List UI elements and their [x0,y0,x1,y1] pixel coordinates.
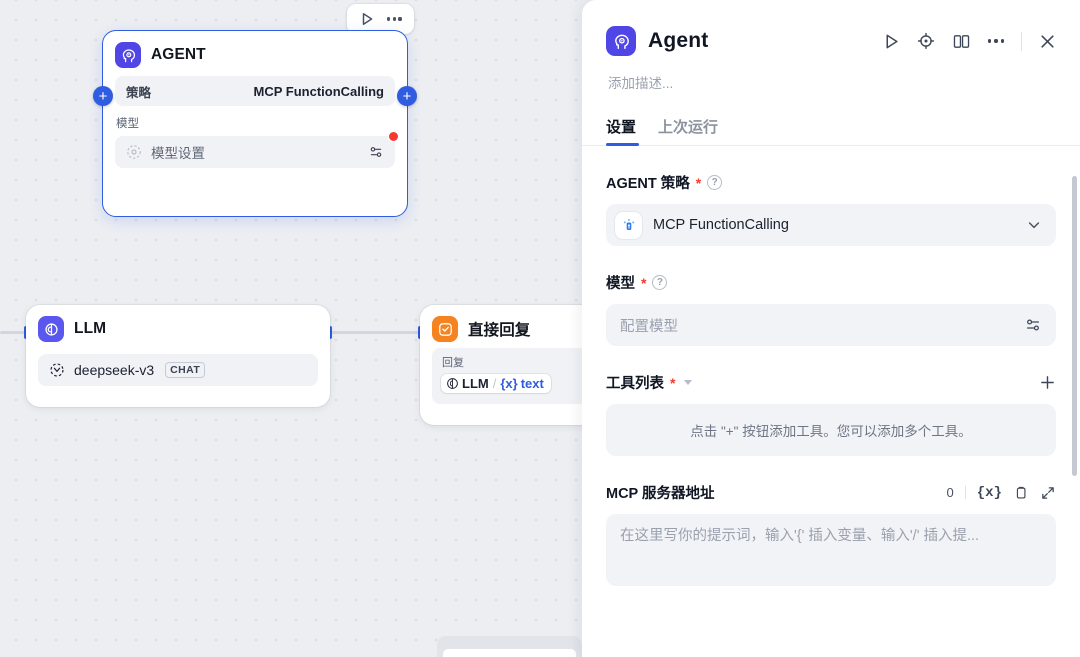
sliders-icon[interactable] [1024,316,1042,334]
agent-model-placeholder: 模型设置 [151,146,205,161]
expand-icon[interactable] [1040,485,1056,501]
section-mcp-server: MCP 服务器地址 0 {x} [606,482,1056,586]
panel-title-row: Agent [606,26,1056,56]
llm-model-tag: CHAT [165,362,206,378]
reply-var-brace: {x} [500,376,518,391]
required-marker: * [670,374,676,391]
agent-strategy-row[interactable]: 策略 MCP FunctionCalling [115,76,395,106]
node-agent[interactable]: + + AGENT 策略 MCP FunctionCalling 模型 [93,30,417,217]
panel-header: Agent [582,0,1080,92]
help-icon[interactable]: ? [707,175,723,190]
node-reply-title: 直接回复 [468,322,531,339]
reply-variable-pill[interactable]: LLM / {x} text [441,374,551,393]
canvas-toolbar [347,4,414,34]
play-icon[interactable] [357,9,377,29]
mcp-server-title-row: MCP 服务器地址 0 {x} [606,482,1056,503]
page-title: Agent [648,29,709,52]
model-title-row: 模型 * ? [606,272,1056,293]
node-llm-body: deepseek-v3 CHAT [26,348,330,399]
agent-add-right-button[interactable]: + [397,86,417,106]
tool-list-title: 工具列表 [606,376,664,392]
node-agent-body: 策略 MCP FunctionCalling 模型 模型设置 [103,74,407,181]
locate-icon[interactable] [917,32,935,50]
help-icon[interactable]: ? [652,275,668,290]
node-llm-title: LLM [74,320,107,337]
char-count: 0 [946,485,954,500]
caret-down-icon[interactable] [684,380,693,385]
reply-var-separator: / [492,376,497,391]
required-marker: * [695,174,702,191]
model-placeholder-icon [126,144,142,160]
agent-strategy-title: AGENT 策略 [606,176,690,192]
count-divider [964,486,966,499]
reply-check-icon [432,316,458,342]
agent-detail-panel: Agent [582,0,1080,657]
llm-model-row[interactable]: deepseek-v3 CHAT [38,354,318,386]
agent-add-left-button[interactable]: + [93,86,113,106]
section-tool-list: 工具列表 * 点击 "+" 按钮添加工具。您可以添加多个工具。 [606,372,1056,456]
model-title: 模型 [606,276,635,292]
agent-model-settings-icon[interactable] [368,144,384,160]
agent-strategy-value: MCP FunctionCalling [253,83,384,99]
node-llm[interactable]: LLM deepseek-v3 CHAT [26,305,330,407]
run-icon[interactable] [883,33,900,50]
agent-head-gear-icon [606,26,636,56]
tabs-divider [582,145,1080,146]
mcp-server-actions: 0 {x} [947,485,1056,501]
section-agent-strategy: AGENT 策略 * ? M [606,172,1056,246]
panel-body: AGENT 策略 * ? M [582,172,1080,586]
model-placeholder: 配置模型 [620,318,678,335]
node-reply-body: 回复 LLM / {x} text [420,348,620,417]
required-marker: * [641,274,647,291]
llm-icon [38,316,64,342]
node-agent-title: AGENT [151,46,206,63]
port-llm-output[interactable] [328,326,332,339]
model-config-input[interactable]: 配置模型 [606,304,1056,346]
more-horizontal-icon[interactable] [384,9,404,29]
panel-tabs: 设置 上次运行 [582,116,1080,146]
node-llm-header: LLM [26,305,330,348]
mcp-server-title: MCP 服务器地址 [606,486,715,502]
reply-var-source-icon [446,377,459,390]
edge-inbound-llm [0,331,26,334]
agent-strategy-label: 策略 [126,85,152,100]
clipboard-icon[interactable] [1013,485,1029,501]
agent-strategy-value: MCP FunctionCalling [653,217,789,233]
insert-variable-icon[interactable]: {x} [976,484,1002,501]
more-icon[interactable] [987,39,1004,43]
panel-scrollbar[interactable] [1072,176,1077,476]
node-reply-header: 直接回复 [420,305,620,348]
agent-model-label: 模型 [116,118,139,130]
edge-llm-to-reply [330,331,422,334]
agent-model-row[interactable]: 模型设置 [115,131,399,168]
agent-strategy-title-row: AGENT 策略 * ? [606,172,1056,193]
panel-action-bar [883,31,1056,51]
close-icon[interactable] [1039,33,1056,50]
description-input[interactable]: 添加描述... [608,76,674,91]
tab-last-run[interactable]: 上次运行 [658,119,719,136]
reply-var-name: text [520,376,544,391]
action-divider [1021,31,1022,51]
section-model: 模型 * ? 配置模型 [606,272,1056,346]
bottom-peek-panel-inner [443,649,576,657]
tool-list-actions [1039,374,1056,391]
agent-strategy-select[interactable]: MCP FunctionCalling [606,204,1056,246]
reply-field-label: 回复 [442,357,464,369]
reply-var-source: LLM [462,376,489,391]
mcp-icon [615,211,642,239]
agent-head-gear-icon [115,42,141,68]
llm-model-name: deepseek-v3 [74,362,155,378]
bottom-peek-panel [437,636,582,657]
tool-list-empty-state: 点击 "+" 按钮添加工具。您可以添加多个工具。 [606,404,1056,456]
llm-model-icon [49,362,65,378]
agent-error-badge [388,131,399,142]
mcp-server-textarea[interactable]: 在这里写你的提示词，输入'{' 插入变量、输入'/' 插入提... [606,514,1056,586]
node-agent-header: AGENT [103,31,407,74]
tab-settings[interactable]: 设置 [606,116,636,146]
tool-list-title-row: 工具列表 * [606,372,1056,393]
chevron-down-icon[interactable] [1026,217,1042,233]
docs-icon[interactable] [952,32,971,51]
add-tool-button[interactable] [1039,374,1056,391]
